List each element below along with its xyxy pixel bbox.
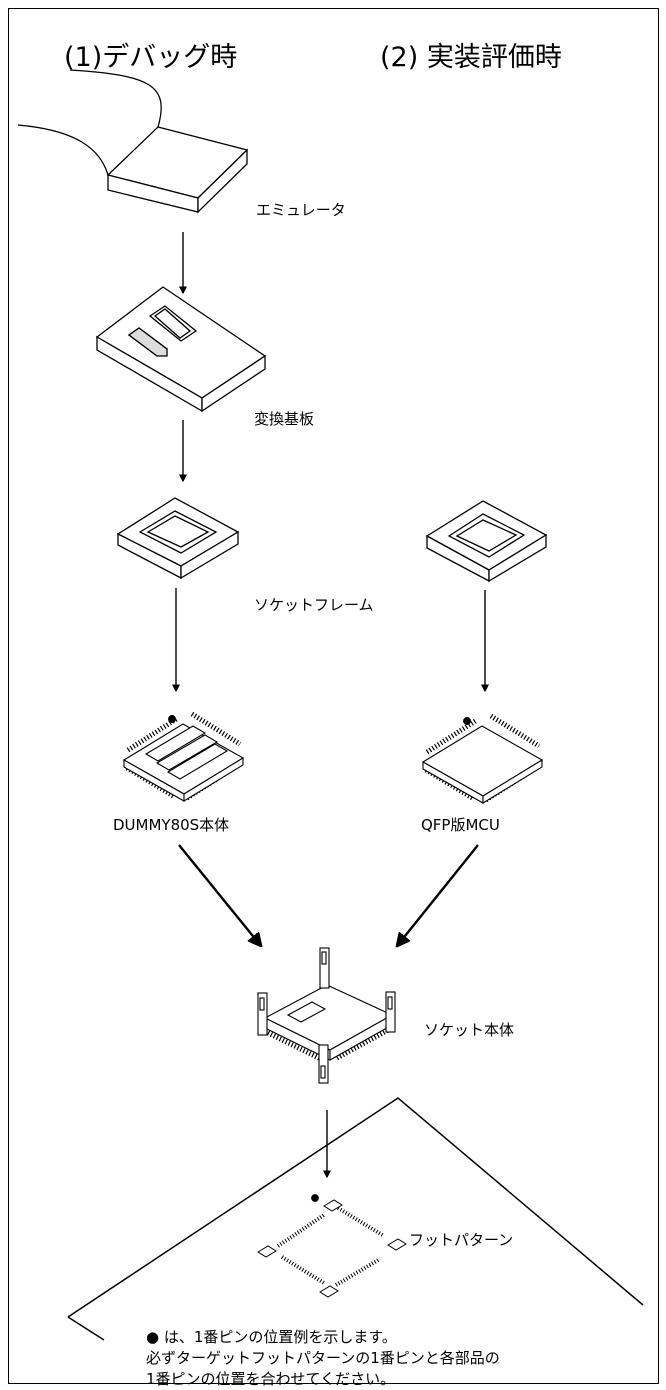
conversion-board-drawing — [95, 286, 267, 413]
note-line-1: ● は、1番ピンの位置例を示します。 — [146, 1328, 397, 1346]
label-qfp-mcu: QFP版MCU — [421, 816, 500, 834]
label-socket-body: ソケット本体 — [424, 1021, 515, 1039]
qfp-mcu-drawing — [421, 713, 544, 804]
diagram-frame — [8, 8, 659, 1384]
foot-pattern-drawing — [257, 1194, 407, 1298]
socket-frame-right-drawing — [425, 500, 548, 583]
label-conversion-board: 変換基板 — [254, 410, 315, 428]
label-dummy-body: DUMMY80S本体 — [113, 816, 230, 834]
arrows — [176, 232, 485, 1177]
note-line-3: 1番ピンの位置を合わせてください。 — [146, 1370, 396, 1388]
socket-body-drawing — [257, 947, 396, 1084]
socket-frame-left-drawing — [116, 497, 240, 580]
dummy-body-drawing — [122, 711, 245, 802]
label-foot-pattern: フットパターン — [409, 1231, 514, 1249]
label-socket-frame: ソケットフレーム — [254, 596, 374, 614]
target-board-drawing — [67, 1097, 644, 1341]
emulator-drawing — [17, 69, 249, 214]
heading-debug: (1)デバッグ時 — [64, 42, 238, 73]
heading-eval: (2) 実装評価時 — [380, 42, 562, 73]
note-line-2: 必ずターゲットフットパターンの1番ピンと各部品の — [146, 1349, 500, 1367]
label-emulator: エミュレータ — [256, 201, 346, 219]
